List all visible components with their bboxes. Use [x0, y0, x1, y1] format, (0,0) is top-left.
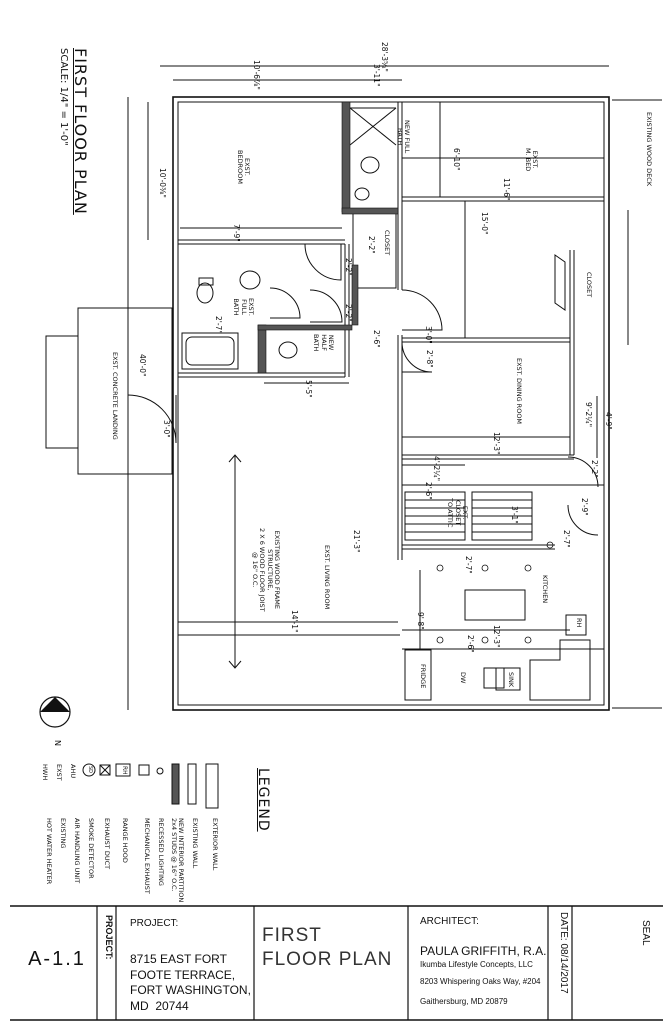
room-new-half-bath: NEW HALF BATH: [312, 334, 335, 352]
north-arrow: [39, 696, 71, 728]
dim-22c: 2'-2": [344, 304, 353, 322]
dim-28: 2'-8": [425, 350, 434, 368]
dw-label: DW: [459, 672, 467, 684]
dim-55: 5'-5": [304, 380, 313, 398]
legend-label: MECHANICAL EXHAUST: [143, 818, 151, 894]
dim-213: 21'-3": [352, 530, 361, 553]
legend-label: NEW INTERIOR PARTITION 2x4 STUDS @ 16" O…: [169, 818, 185, 903]
dim-top-mid: 3'-11": [372, 64, 381, 87]
dim-30a: 3'-0": [424, 326, 433, 344]
north-label: N: [53, 740, 62, 746]
drawing-date: DATE: 08/14/2017: [558, 912, 569, 994]
exterior-wall-inner: [177, 101, 605, 706]
legend-ahu-symbol: AHU: [69, 764, 77, 779]
legend-hwh-symbol: HWH: [41, 764, 49, 781]
legend-label: EXTERIOR WALL: [211, 818, 219, 871]
architect-address-1: 8203 Whispering Oaks Way, #204: [420, 977, 541, 986]
exterior-wall-outer: [172, 96, 610, 711]
plan-scale: SCALE: 1/4" = 1'-0": [58, 48, 69, 146]
dim-mbed-depth: 15'-0": [480, 212, 489, 235]
legend-label: AIR HANDLING UNIT: [73, 818, 81, 884]
seal-label: SEAL: [640, 920, 651, 946]
dim-overall-width: 28'-3⅝": [380, 42, 389, 72]
room-closet-a: CLOSET: [383, 230, 391, 256]
room-dining: EXST. DINING ROOM: [515, 358, 523, 425]
dim-40: 40'-0": [138, 354, 147, 377]
dim-924: 9'-2¼": [584, 402, 593, 428]
room-living: EXST. LIVING ROOM: [323, 545, 331, 610]
legend-label: HOT WATER HEATER: [45, 818, 53, 885]
drawing-title: FIRST FLOOR PLAN: [262, 925, 393, 970]
concrete-landing: [77, 307, 173, 475]
legend-label: RANGE HOOD: [121, 818, 129, 863]
dim-27: 2'-7": [214, 316, 223, 334]
dim-422: 4'-2¼": [432, 456, 441, 482]
legend-sd-symbol: SD: [87, 766, 93, 774]
legend-label: EXISTING WALL: [191, 818, 199, 869]
project-label-vertical: PROJECT:: [104, 915, 114, 960]
dim-bath-width: 6'-10": [452, 148, 461, 171]
room-mbed: EXST. M. BED: [523, 148, 539, 172]
project-address: 8715 EAST FORT FOOTE TERRACE, FORT WASHI…: [130, 952, 251, 1013]
dim-bed-depth: 10'-0⅜": [158, 168, 167, 198]
dim-98: 9'-8": [416, 612, 425, 630]
kitchen-island: [464, 589, 526, 621]
room-exst-full-bath: EXST. FULL BATH: [232, 298, 255, 316]
dim-mbed-width: 11'-6": [502, 178, 511, 201]
architect-name: PAULA GRIFFITH, R.A.: [420, 944, 547, 958]
legend-exst-symbol: EXST: [55, 764, 63, 781]
plan-title: FIRST FLOOR PLAN: [71, 48, 90, 215]
room-kitchen: KITCHEN: [541, 575, 549, 604]
legend-label: SMOKE DETECTOR: [87, 818, 95, 879]
room-ext-closet: EXT. CLOSET TO ATTIC: [446, 498, 469, 528]
room-closet-b: CLOSET: [585, 272, 593, 298]
room-bedroom: EXST. BEDROOM: [235, 150, 251, 184]
floor-structure-note: EXISTING WOOD FRAME STRUCTURE, 2 X 6 WOO…: [250, 528, 281, 612]
new-partition: [341, 101, 351, 213]
sheet-number: A-1.1: [28, 948, 86, 970]
project-label: PROJECT:: [130, 918, 179, 929]
rh-label: RH: [575, 618, 583, 628]
dim-27b: 2'-7": [562, 530, 571, 548]
dim-dining-width: 12'-3": [492, 432, 501, 455]
dim-27c: 2'-7": [464, 556, 473, 574]
legend-label: EXHAUST DUCT: [103, 818, 111, 870]
architect-address-2: Gaithersburg, MD 20879: [420, 997, 508, 1006]
fridge-label: FRIDGE: [419, 664, 427, 689]
legend-rh-symbol: RH: [121, 766, 128, 775]
dim-26b: 2'-6": [424, 482, 433, 500]
dim-22b: 2'-2": [344, 258, 353, 276]
dim-49: 4'-9": [604, 412, 613, 430]
dim-141: 14'-1": [290, 610, 299, 633]
legend-label: EXISTING: [59, 818, 67, 849]
architect-firm: Ikumba Lifestyle Concepts, LLC: [420, 960, 533, 969]
dim-kitchen-width: 12'-3": [492, 625, 501, 648]
dim-22d: 2'-2": [590, 460, 599, 478]
legend-label: RECESSED LIGHTING: [157, 818, 165, 886]
architect-label: ARCHITECT:: [420, 916, 479, 927]
legend-title: LEGEND: [255, 768, 271, 832]
room-new-full-bath: NEW FULL BATH: [395, 120, 411, 154]
dim-26: 2'-6": [372, 330, 381, 348]
sink-label: SINK: [507, 672, 515, 688]
dim-26c: 2'-6": [466, 635, 475, 653]
dim-31: 3'-1": [510, 506, 519, 524]
dim-22a: 2'-2": [367, 236, 376, 254]
dim-top-left: 10'-6⅞": [252, 60, 261, 90]
dim-29: 2'-9": [580, 498, 589, 516]
room-landing: EXST. CONCRETE LANDING: [111, 352, 119, 440]
dim-bed-width: 7'-9": [232, 224, 241, 242]
deck-label: EXISTING WOOD DECK: [645, 112, 653, 187]
dim-30b: 3'-0": [162, 420, 171, 438]
